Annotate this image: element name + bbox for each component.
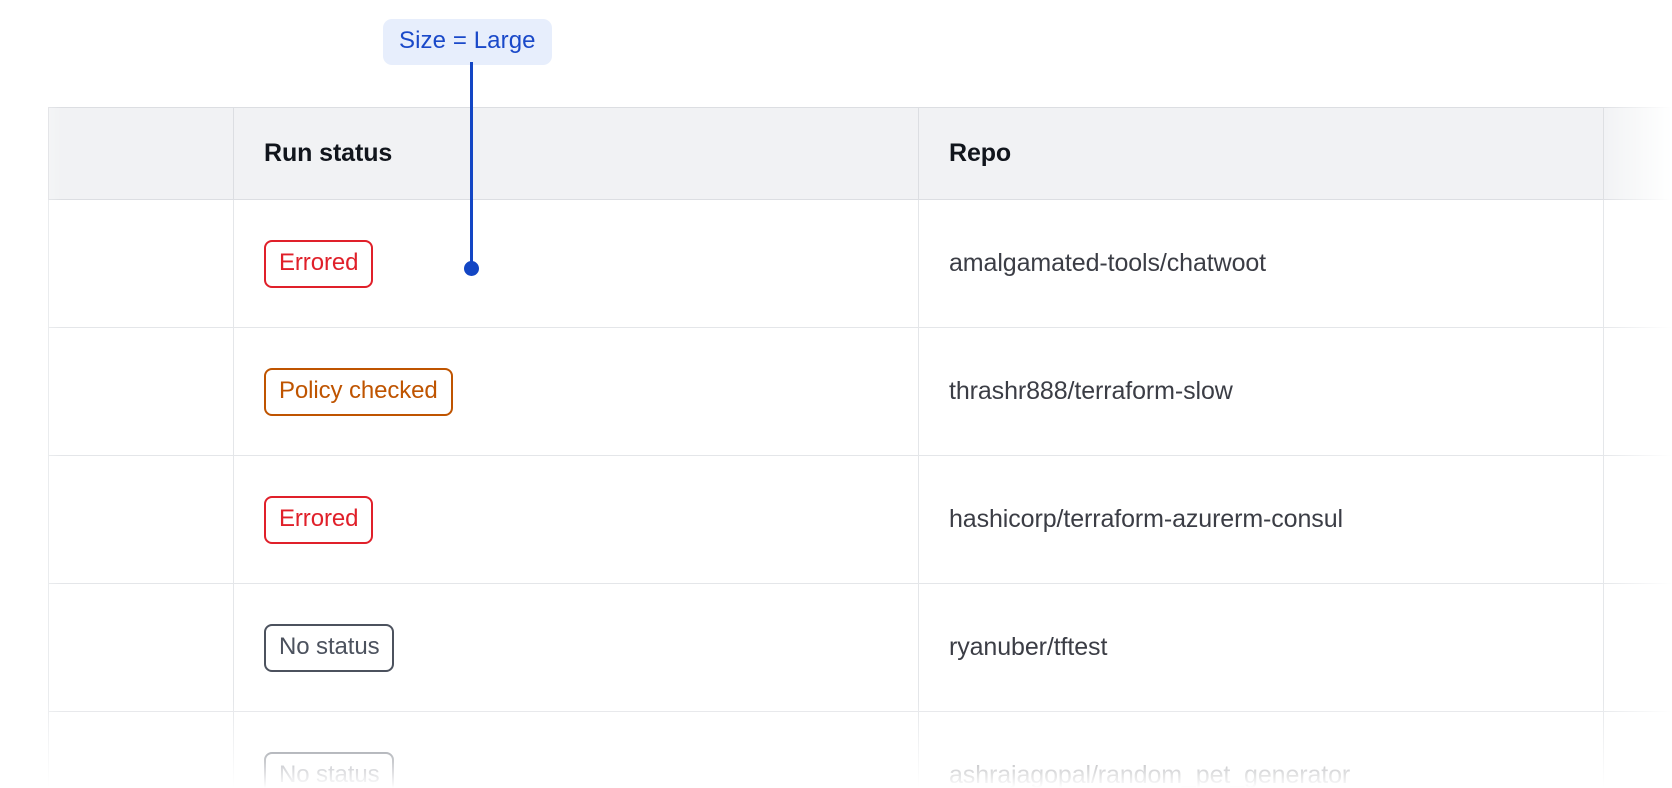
- runs-table: Run status Repo Errored amalgamated-tools…: [48, 107, 1672, 788]
- status-badge[interactable]: Errored: [264, 495, 374, 544]
- repo-name[interactable]: hashicorp/terraform-azurerm-consul: [949, 505, 1343, 533]
- repo-cell: thrashr888/terraform-slow: [918, 327, 1604, 456]
- row-select-cell[interactable]: [48, 327, 234, 456]
- repo-name[interactable]: amalgamated-tools/chatwoot: [949, 249, 1267, 277]
- table-row[interactable]: Errored amalgamated-tools/chatwoot: [48, 199, 1672, 328]
- table-header: Run status Repo: [48, 107, 1672, 200]
- status-badge[interactable]: No status: [264, 751, 395, 788]
- status-badge[interactable]: No status: [264, 623, 395, 672]
- run-status-cell: Errored: [233, 199, 919, 328]
- column-header-run-status[interactable]: Run status: [233, 107, 919, 200]
- repo-cell: amalgamated-tools/chatwoot: [918, 199, 1604, 328]
- table-row[interactable]: No status ashrajagopal/random_pet_generat…: [48, 711, 1672, 788]
- extra-cell: [1603, 327, 1672, 456]
- column-header-extra[interactable]: [1603, 107, 1672, 200]
- annotation-label-size-large[interactable]: Size = Large: [383, 19, 552, 65]
- repo-name[interactable]: thrashr888/terraform-slow: [949, 377, 1233, 405]
- row-select-cell[interactable]: [48, 711, 234, 788]
- repo-cell: ashrajagopal/random_pet_generator: [918, 711, 1604, 788]
- table-row[interactable]: Policy checked thrashr888/terraform-slow: [48, 327, 1672, 456]
- extra-cell: [1603, 199, 1672, 328]
- table-row[interactable]: No status ryanuber/tftest: [48, 583, 1672, 712]
- extra-cell: [1603, 583, 1672, 712]
- row-select-cell[interactable]: [48, 583, 234, 712]
- column-header-repo[interactable]: Repo: [918, 107, 1604, 200]
- repo-cell: ryanuber/tftest: [918, 583, 1604, 712]
- table-header-row: Run status Repo: [48, 107, 1672, 200]
- run-status-cell: No status: [233, 583, 919, 712]
- run-status-cell: Policy checked: [233, 327, 919, 456]
- row-select-cell[interactable]: [48, 199, 234, 328]
- repo-name[interactable]: ashrajagopal/random_pet_generator: [949, 761, 1351, 788]
- row-select-cell[interactable]: [48, 455, 234, 584]
- table-row[interactable]: Errored hashicorp/terraform-azurerm-consu…: [48, 455, 1672, 584]
- status-badge[interactable]: Policy checked: [264, 367, 453, 416]
- extra-cell: [1603, 711, 1672, 788]
- column-header-select[interactable]: [48, 107, 234, 200]
- repo-name[interactable]: ryanuber/tftest: [949, 633, 1108, 661]
- repo-cell: hashicorp/terraform-azurerm-consul: [918, 455, 1604, 584]
- run-status-cell: Errored: [233, 455, 919, 584]
- status-badge[interactable]: Errored: [264, 239, 374, 288]
- extra-cell: [1603, 455, 1672, 584]
- run-status-cell: No status: [233, 711, 919, 788]
